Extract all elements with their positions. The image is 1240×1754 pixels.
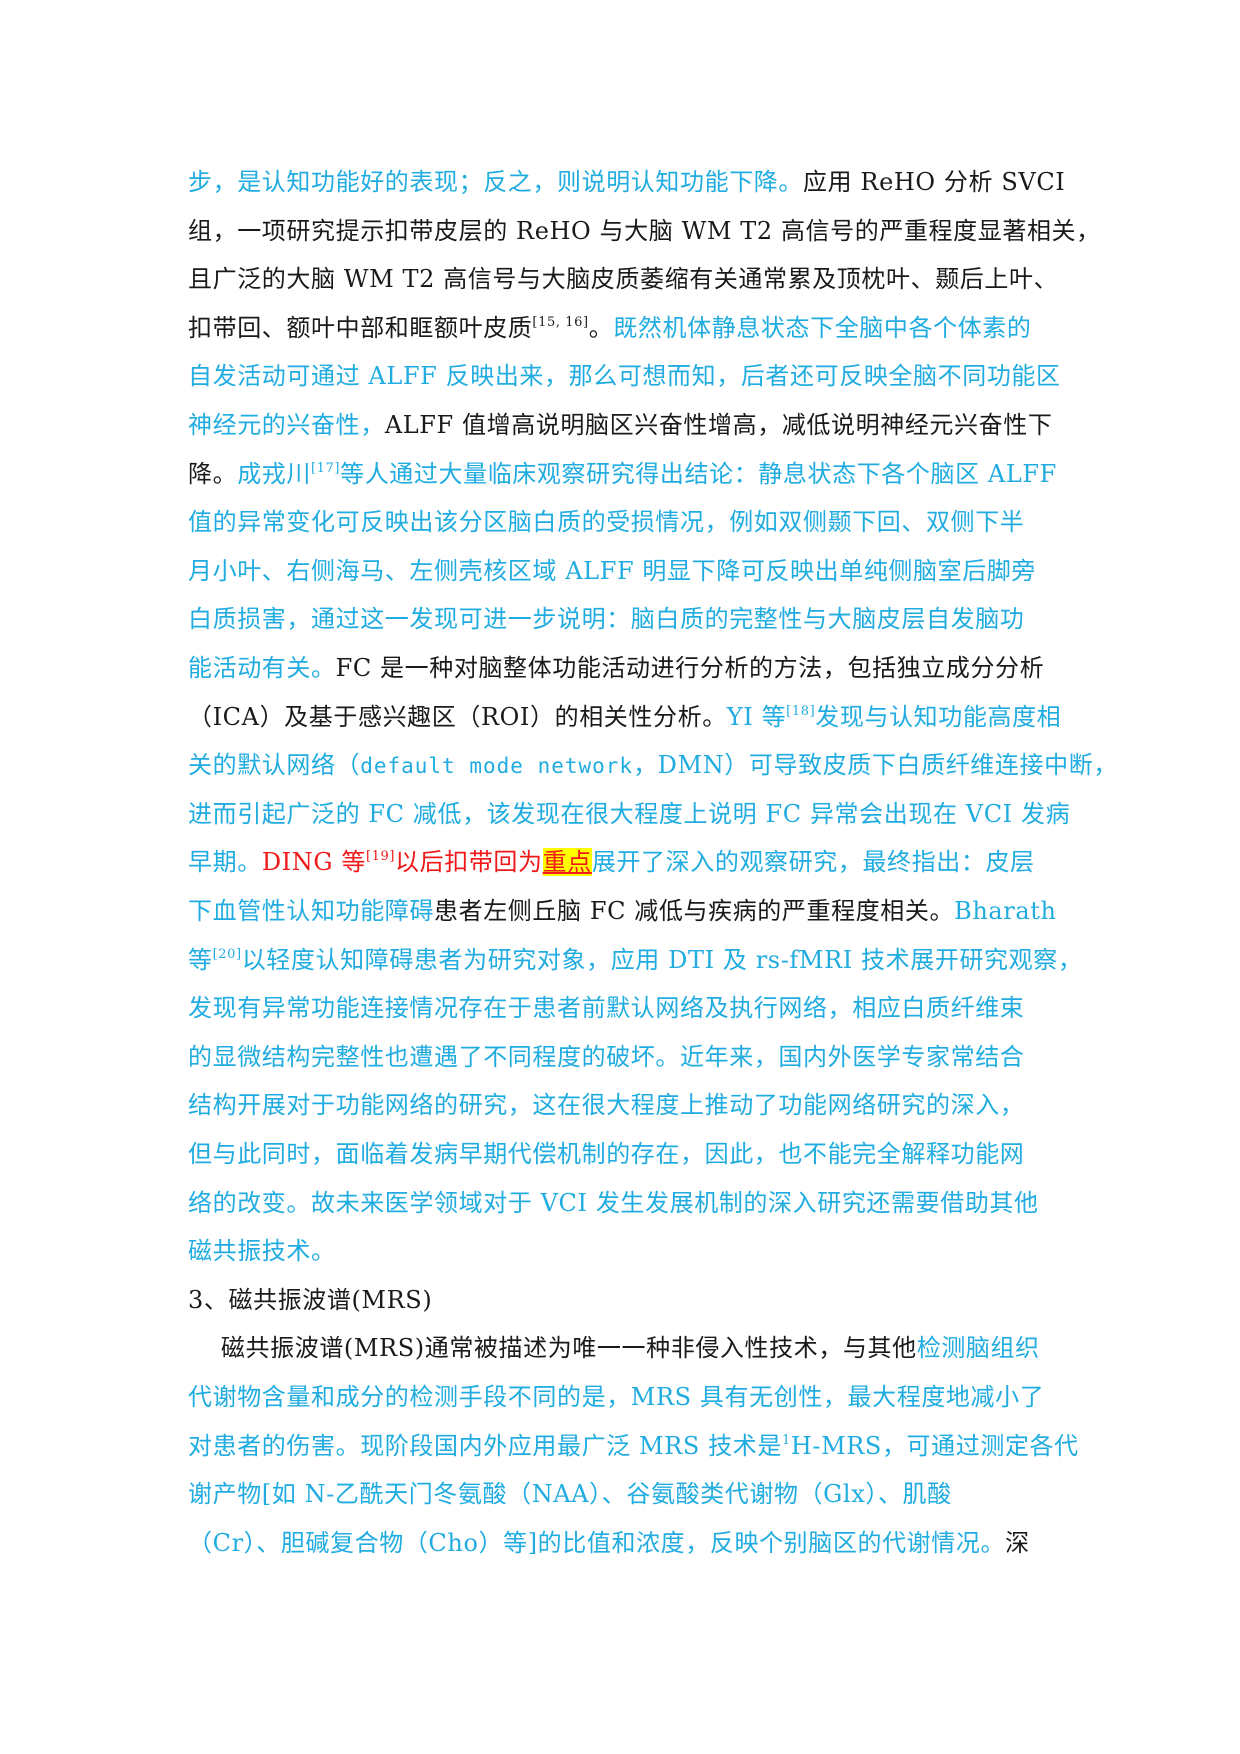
text-line: 的显微结构完整性也遭遇了不同程度的破坏。近年来，国内外医学专家常结合 [188, 1041, 1024, 1073]
text-segment: 展开了深入的观察研究，最终指出：皮层 [591, 848, 1035, 877]
text-segment: 应用 ReHO 分析 SVCI [803, 168, 1066, 196]
text-segment: ALFF 值增高说明脑区兴奋性增高，减低说明神经元兴奋性下 [384, 411, 1053, 439]
text-segment: 磁共振技术。 [188, 1237, 336, 1266]
text-segment: 白质损害，通过这一发现可进一步说明：脑白质的完整性与大脑皮层自发脑功 [188, 605, 1025, 634]
text-segment: 且广泛的大脑 WM T2 高信号与大脑皮质萎缩有关通常累及顶枕叶、颞后上叶、 [188, 265, 1059, 294]
text-line: 神经元的兴奋性，ALFF 值增高说明脑区兴奋性增高，减低说明神经元兴奋性下 [188, 409, 1052, 441]
text-segment: 步，是认知功能好的表现；反之，则说明认知功能下降。 [188, 168, 803, 196]
text-line: 谢产物[如 N-乙酰天门冬氨酸（NAA）、谷氨酸类代谢物（Glx）、肌酸 [188, 1478, 952, 1510]
text-segment: 对患者的伤害。现阶段国内外应用最广泛 MRS 技术是 [188, 1431, 782, 1460]
text-line: 且广泛的大脑 WM T2 高信号与大脑皮质萎缩有关通常累及顶枕叶、颞后上叶、 [188, 263, 1058, 295]
text-segment: 的显微结构完整性也遭遇了不同程度的破坏。近年来，国内外医学专家常结合 [188, 1042, 1025, 1071]
text-segment: 以轻度认知障碍患者为研究对象，应用 DTI 及 rs-fMRI 技术展开研究观察… [241, 945, 1083, 974]
text-line: 关的默认网络（default mode network，DMN）可导致皮质下白质… [188, 749, 1118, 781]
text-line: 步，是认知功能好的表现；反之，则说明认知功能下降。应用 ReHO 分析 SVCI [188, 166, 1065, 198]
text-segment: （ICA）及基于感兴趣区（ROI）的相关性分析。 [188, 702, 727, 731]
text-segment: 自发活动可通过 ALFF 反映出来，那么可想而知，后者还可反映全脑不同功能区 [188, 362, 1061, 391]
text-line: 降。成戎川[17]等人通过大量临床观察研究得出结论：静息状态下各个脑区 ALFF [188, 458, 1057, 490]
text-segment: default mode network [360, 754, 634, 779]
text-segment: 磁共振波谱(MRS)通常被描述为唯一一种非侵入性技术，与其他 [188, 1334, 917, 1363]
text-segment: 谢产物[如 N-乙酰天门冬氨酸（NAA）、谷氨酸类代谢物（Glx）、肌酸 [188, 1480, 952, 1509]
text-segment: FC 是一种对脑整体功能活动进行分析的方法，包括独立成分分析 [335, 654, 1045, 682]
text-line: 代谢物含量和成分的检测手段不同的是，MRS 具有无创性，最大程度地减小了 [188, 1381, 1044, 1413]
citation-ref: 1 [781, 1432, 791, 1448]
text-segment: 结构开展对于功能网络的研究，这在很大程度上推动了功能网络研究的深入， [188, 1091, 1025, 1120]
text-segment: 患者左侧丘脑 FC 减低与疾病的严重程度相关。 [434, 897, 955, 925]
text-line: （ICA）及基于感兴趣区（ROI）的相关性分析。YI 等[18]发现与认知功能高… [188, 701, 1061, 733]
highlighted-text: 重点 [542, 848, 592, 877]
text-segment: 代谢物含量和成分的检测手段不同的是，MRS 具有无创性，最大程度地减小了 [188, 1383, 1045, 1411]
citation-ref: [19] [365, 849, 396, 865]
text-segment: 值的异常变化可反映出该分区脑白质的受损情况，例如双侧颞下回、双侧下半 [188, 508, 1025, 537]
text-segment: 发现与认知功能高度相 [815, 702, 1062, 731]
text-segment: 下血管性认知功能障碍 [188, 897, 434, 925]
text-line: 络的改变。故未来医学领域对于 VCI 发生发展机制的深入研究还需要借助其他 [188, 1187, 1039, 1219]
text-line: 但与此同时，面临着发病早期代偿机制的存在，因此，也不能完全解释功能网 [188, 1138, 1024, 1170]
text-segment: 进而引起广泛的 FC 减低，该发现在很大程度上说明 FC 异常会出现在 VCI … [188, 799, 1071, 828]
text-line: 白质损害，通过这一发现可进一步说明：脑白质的完整性与大脑皮层自发脑功 [188, 603, 1024, 635]
text-line: 自发活动可通过 ALFF 反映出来，那么可想而知，后者还可反映全脑不同功能区 [188, 360, 1061, 392]
text-segment: 。 [588, 313, 614, 342]
text-line: 扣带回、额叶中部和眶额叶皮质[15, 16]。既然机体静息状态下全脑中各个体素的 [188, 312, 1032, 344]
text-segment: 神经元的兴奋性， [188, 411, 385, 439]
text-line: 进而引起广泛的 FC 减低，该发现在很大程度上说明 FC 异常会出现在 VCI … [188, 798, 1070, 830]
text-segment: 扣带回、额叶中部和眶额叶皮质 [188, 313, 533, 342]
citation-ref: [20] [212, 946, 242, 962]
text-line: 对患者的伤害。现阶段国内外应用最广泛 MRS 技术是1H-MRS，可通过测定各代 [188, 1430, 1079, 1462]
text-segment: 以后扣带回为 [395, 848, 543, 877]
text-segment: YI 等 [726, 702, 787, 731]
text-segment: 深 [1005, 1528, 1030, 1557]
text-line: 能活动有关。FC 是一种对脑整体功能活动进行分析的方法，包括独立成分分析 [188, 652, 1044, 684]
citation-ref: [18] [786, 703, 816, 719]
text-segment: 成戎川 [237, 459, 312, 488]
text-line: 下血管性认知功能障碍患者左侧丘脑 FC 减低与疾病的严重程度相关。Bharath [188, 895, 1057, 927]
text-segment: 络的改变。故未来医学领域对于 VCI 发生发展机制的深入研究还需要借助其他 [188, 1188, 1039, 1217]
text-segment: 等 [188, 945, 213, 974]
text-segment: （Cr）、胆碱复合物（Cho）等]的比值和浓度，反映个别脑区的代谢情况。 [188, 1528, 1006, 1557]
text-line: 磁共振技术。 [188, 1235, 336, 1267]
text-segment: 降。 [188, 459, 238, 488]
section-heading: 3、磁共振波谱(MRS) [188, 1284, 432, 1316]
text-segment: 既然机体静息状态下全脑中各个体素的 [613, 313, 1032, 342]
text-line: 磁共振波谱(MRS)通常被描述为唯一一种非侵入性技术，与其他检测脑组织 [188, 1332, 1040, 1364]
text-segment: 检测脑组织 [916, 1334, 1040, 1363]
text-line: 等[20]以轻度认知障碍患者为研究对象，应用 DTI 及 rs-fMRI 技术展… [188, 944, 1082, 976]
text-segment: 月小叶、右侧海马、左侧壳核区域 ALFF 明显下降可反映出单纯侧脑室后脚旁 [188, 556, 1037, 585]
text-line: 发现有异常功能连接情况存在于患者前默认网络及执行网络，相应白质纤维束 [188, 992, 1024, 1024]
text-segment: 早期。 [188, 848, 262, 877]
text-line: （Cr）、胆碱复合物（Cho）等]的比值和浓度，反映个别脑区的代谢情况。深 [188, 1527, 1030, 1559]
text-segment: 但与此同时，面临着发病早期代偿机制的存在，因此，也不能完全解释功能网 [188, 1140, 1025, 1168]
text-line: 早期。DING 等[19]以后扣带回为重点展开了深入的观察研究，最终指出：皮层 [188, 846, 1035, 878]
text-segment: 能活动有关。 [188, 654, 336, 682]
text-line: 结构开展对于功能网络的研究，这在很大程度上推动了功能网络研究的深入， [188, 1089, 1024, 1121]
text-line: 值的异常变化可反映出该分区脑白质的受损情况，例如双侧颞下回、双侧下半 [188, 506, 1024, 538]
text-segment: H-MRS，可通过测定各代 [790, 1431, 1079, 1460]
text-segment: 发现有异常功能连接情况存在于患者前默认网络及执行网络，相应白质纤维束 [188, 994, 1025, 1023]
text-segment: 关的默认网络（ [188, 751, 361, 780]
text-segment: ，DMN）可导致皮质下白质纤维连接中断， [633, 751, 1118, 780]
text-segment: 等人通过大量临床观察研究得出结论：静息状态下各个脑区 ALFF [340, 459, 1057, 488]
text-segment: 组，一项研究提示扣带皮层的 ReHO 与大脑 WM T2 高信号的严重程度显著相… [188, 216, 1101, 245]
citation-ref: [15, 16] [532, 314, 589, 330]
text-line: 月小叶、右侧海马、左侧壳核区域 ALFF 明显下降可反映出单纯侧脑室后脚旁 [188, 555, 1036, 587]
text-line: 组，一项研究提示扣带皮层的 ReHO 与大脑 WM T2 高信号的严重程度显著相… [188, 215, 1101, 247]
text-segment: 3、磁共振波谱(MRS) [188, 1285, 433, 1314]
text-segment: Bharath [954, 897, 1057, 925]
text-segment: DING 等 [261, 848, 366, 877]
citation-ref: [17] [311, 460, 341, 476]
